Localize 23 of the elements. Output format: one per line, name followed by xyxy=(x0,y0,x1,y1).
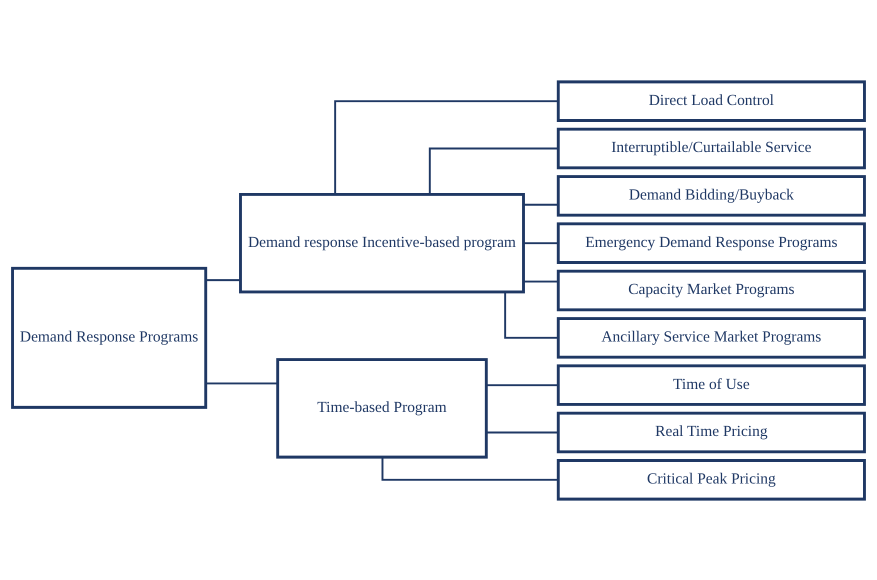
connector xyxy=(486,431,558,433)
node-box: Direct Load Control xyxy=(556,80,866,122)
node-box: Critical Peak Pricing xyxy=(556,458,866,500)
node-box: Time of Use xyxy=(556,364,866,406)
connector xyxy=(524,280,558,282)
node-box: Real Time Pricing xyxy=(556,411,866,453)
connector xyxy=(428,147,558,194)
node-box: Demand Bidding/Buyback xyxy=(556,174,866,216)
node-box: Demand response Incentive-based program xyxy=(239,192,525,293)
connector xyxy=(504,292,558,338)
node-box: Demand Response Programs xyxy=(11,266,208,408)
connector xyxy=(206,278,240,281)
node-box: Emergency Demand Response Programs xyxy=(556,222,866,264)
node-box: Capacity Market Programs xyxy=(556,269,866,311)
node-box: Time-based Program xyxy=(276,358,488,458)
connector xyxy=(206,382,278,384)
connector xyxy=(524,242,558,244)
connector xyxy=(524,203,558,206)
node-box: Interruptible/Curtailable Service xyxy=(556,127,866,169)
node-box: Ancillary Service Market Programs xyxy=(556,316,866,358)
connector xyxy=(486,384,558,386)
connector xyxy=(334,100,558,194)
connector xyxy=(382,456,558,480)
